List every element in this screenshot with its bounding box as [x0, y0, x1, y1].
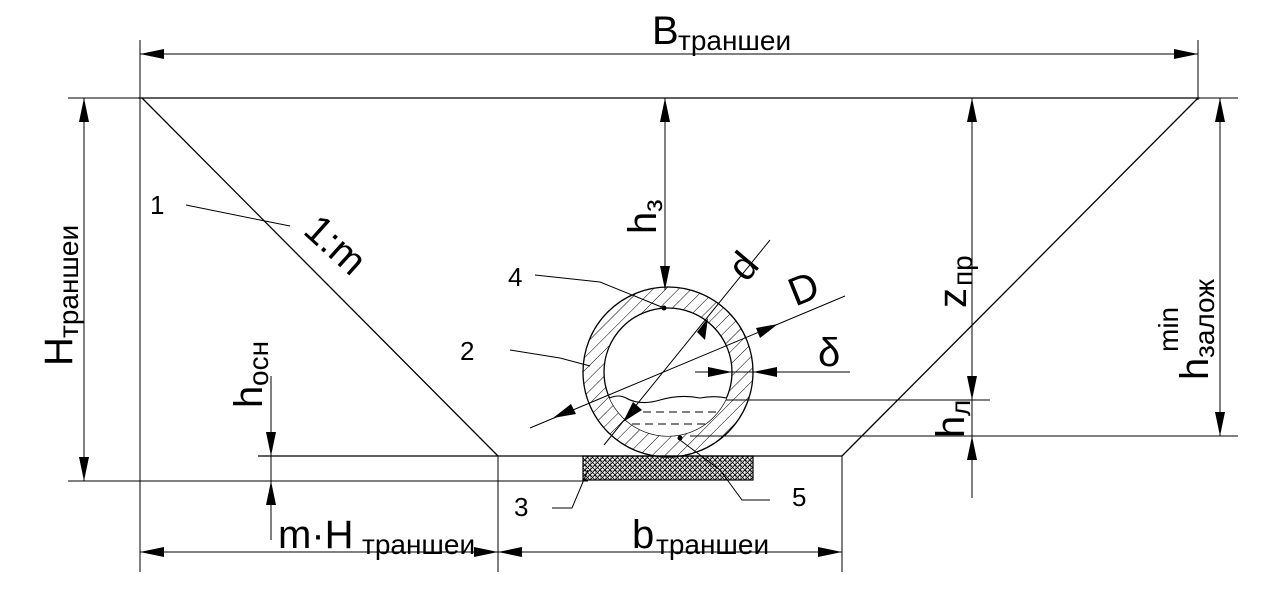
dimension-zpr — [967, 98, 977, 498]
svg-text:H: H — [37, 337, 81, 366]
svg-text:траншеи: траншеи — [53, 225, 84, 338]
svg-text:h: h — [1173, 358, 1217, 380]
dimension-b-trench — [140, 49, 1198, 59]
label-hzalozh: h залож min — [1153, 279, 1220, 380]
label-zpr: z пр — [931, 255, 978, 308]
label-b-trench: B траншеи — [652, 9, 791, 56]
callout-4: 4 — [508, 262, 522, 292]
label-h-trench: H траншеи — [37, 225, 84, 366]
callout-2: 2 — [460, 336, 474, 366]
label-hosn: h осн — [227, 341, 274, 408]
extension-lines — [68, 40, 1238, 572]
svg-text:h: h — [227, 386, 271, 408]
svg-text:траншеи: траншеи — [678, 25, 791, 56]
svg-text:траншеи: траншеи — [656, 529, 769, 560]
dimension-b-bottom — [498, 547, 842, 557]
dimension-h3 — [660, 98, 670, 290]
dimension-hosn — [266, 376, 276, 540]
svg-text:m·H: m·H — [278, 513, 354, 557]
label-hl: h л — [929, 400, 976, 438]
label-delta: δ — [818, 331, 840, 375]
svg-text:b: b — [632, 513, 654, 557]
svg-text:z: z — [931, 288, 975, 308]
svg-text:h: h — [621, 212, 665, 234]
base-pad — [582, 455, 754, 481]
dimension-mh-trench — [140, 547, 498, 557]
svg-text:осн: осн — [243, 341, 274, 386]
trench-outline — [68, 97, 1200, 482]
label-mh-trench: m·H траншеи — [278, 513, 475, 560]
label-h3: h з — [621, 199, 668, 234]
diameter-lines — [529, 239, 850, 446]
dimension-hzalozh — [1215, 98, 1225, 436]
label-slope: 1:m — [296, 207, 375, 284]
svg-text:л: л — [945, 400, 976, 416]
svg-text:залож: залож — [1189, 279, 1220, 358]
svg-text:з: з — [637, 199, 668, 212]
callout-1: 1 — [150, 190, 164, 220]
svg-text:траншеи: траншеи — [362, 529, 475, 560]
label-b-bottom: b траншеи — [632, 513, 769, 560]
svg-text:h: h — [929, 416, 973, 438]
callout-3: 3 — [514, 492, 528, 522]
dimension-h-trench — [79, 98, 89, 481]
svg-text:min: min — [1153, 307, 1184, 352]
callout-5: 5 — [792, 482, 806, 512]
label-d: d — [720, 244, 768, 289]
svg-text:пр: пр — [947, 255, 978, 286]
callout-leaders — [185, 204, 770, 509]
svg-text:B: B — [652, 9, 679, 53]
